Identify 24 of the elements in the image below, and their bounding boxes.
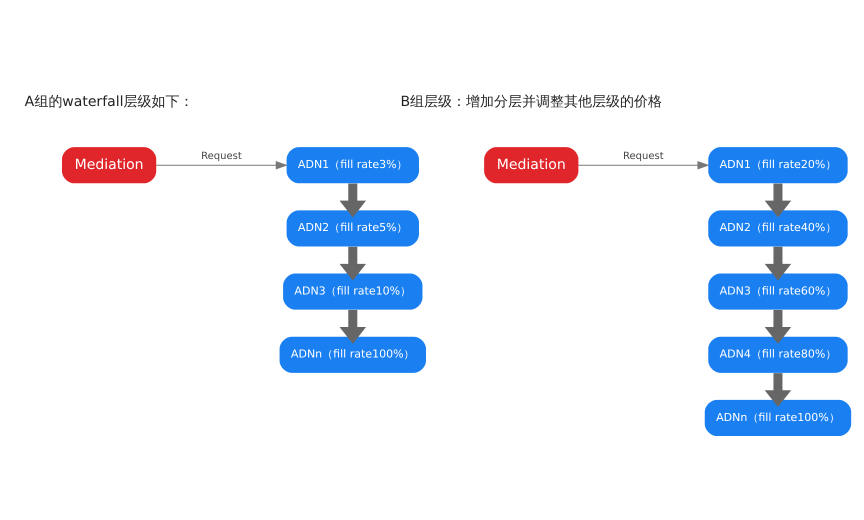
- node-box: Mediation: [484, 147, 578, 184]
- node-box: ADN2（fill rate40%）: [708, 210, 848, 246]
- node-box: ADN4（fill rate80%）: [708, 336, 848, 373]
- node-box: ADNn（fill rate100%）: [280, 336, 426, 373]
- node-box: Mediation: [62, 147, 156, 184]
- node-box: ADN1（fill rate3%）: [286, 147, 419, 184]
- arrow: [764, 246, 792, 281]
- arrow: [340, 246, 366, 281]
- edge-label: Request: [201, 151, 242, 162]
- label: A组的waterfall层级如下：: [24, 94, 194, 110]
- arrow: [340, 310, 366, 344]
- arrow: [764, 184, 792, 218]
- arrow: [156, 161, 288, 170]
- arrow: [578, 161, 710, 170]
- node-box: ADN3（fill rate60%）: [708, 274, 848, 310]
- label: B组层级：增加分层并调整其他层级的价格: [400, 94, 662, 110]
- arrow: [764, 310, 792, 344]
- node-box: ADNn（fill rate100%）: [704, 400, 852, 436]
- node-box: ADN1（fill rate20%）: [708, 147, 848, 184]
- node-box: ADN3（fill rate10%）: [283, 274, 422, 310]
- arrow: [764, 373, 792, 408]
- arrow: [340, 184, 366, 218]
- edge-label: Request: [622, 151, 664, 162]
- node-box: ADN2（fill rate5%）: [286, 210, 419, 246]
